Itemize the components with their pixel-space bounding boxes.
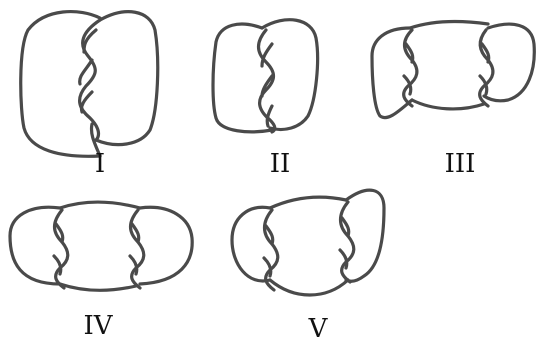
knot-iii-left-loop [370,26,414,120]
knot-iii-bottom-bridge [410,98,486,111]
knot-ii-twist-a [256,28,277,134]
knot-i [19,9,160,158]
knot-iii-right-twist-b [478,42,491,96]
knot-iii [370,19,536,120]
knot-iv-left-loop [8,205,62,286]
knot-iii-top-bridge [408,19,490,30]
knot-iv-label: IV [83,311,113,341]
knot-v [230,188,386,297]
knot-iv-right-twist [128,208,146,290]
knot-ii [211,18,320,134]
knot-ii-right-loop [260,18,320,132]
knot-v-left-loop [230,205,272,283]
knot-v-top-bridge [268,195,348,210]
knot-v-right-twist-b [338,216,351,270]
knot-i-left-loop [19,9,102,158]
knot-v-label: V [308,314,329,343]
knot-ii-label: II [270,149,291,179]
knot-v-left-twist-b [262,224,275,278]
knot-ii-twist-b [260,42,274,128]
knot-v-right-loop [344,188,386,283]
knot-v-bottom-bridge [268,278,350,297]
knot-iii-right-loop [482,22,536,103]
knot-iii-left-twist [402,28,419,108]
knot-iv-bottom-bridge [58,282,138,292]
knot-iv [8,200,194,292]
knot-iii-label: III [445,149,476,179]
knot-iv-right-loop [138,205,194,286]
knot-iv-top-bridge [58,200,142,210]
knot-v-right-twist [338,200,356,284]
knot-iii-left-twist-b [402,42,415,96]
knot-i-label: I [95,149,105,179]
knot-i-twist-b [78,28,102,158]
knot-ii-left-loop [211,22,274,134]
knot-iv-left-twist-b [52,222,65,276]
knot-iv-right-twist-b [128,222,141,276]
knot-v-left-twist [262,208,280,292]
knot-iii-right-twist [478,28,495,108]
knot-i-right-loop [94,10,160,147]
knot-iv-left-twist [52,208,70,290]
